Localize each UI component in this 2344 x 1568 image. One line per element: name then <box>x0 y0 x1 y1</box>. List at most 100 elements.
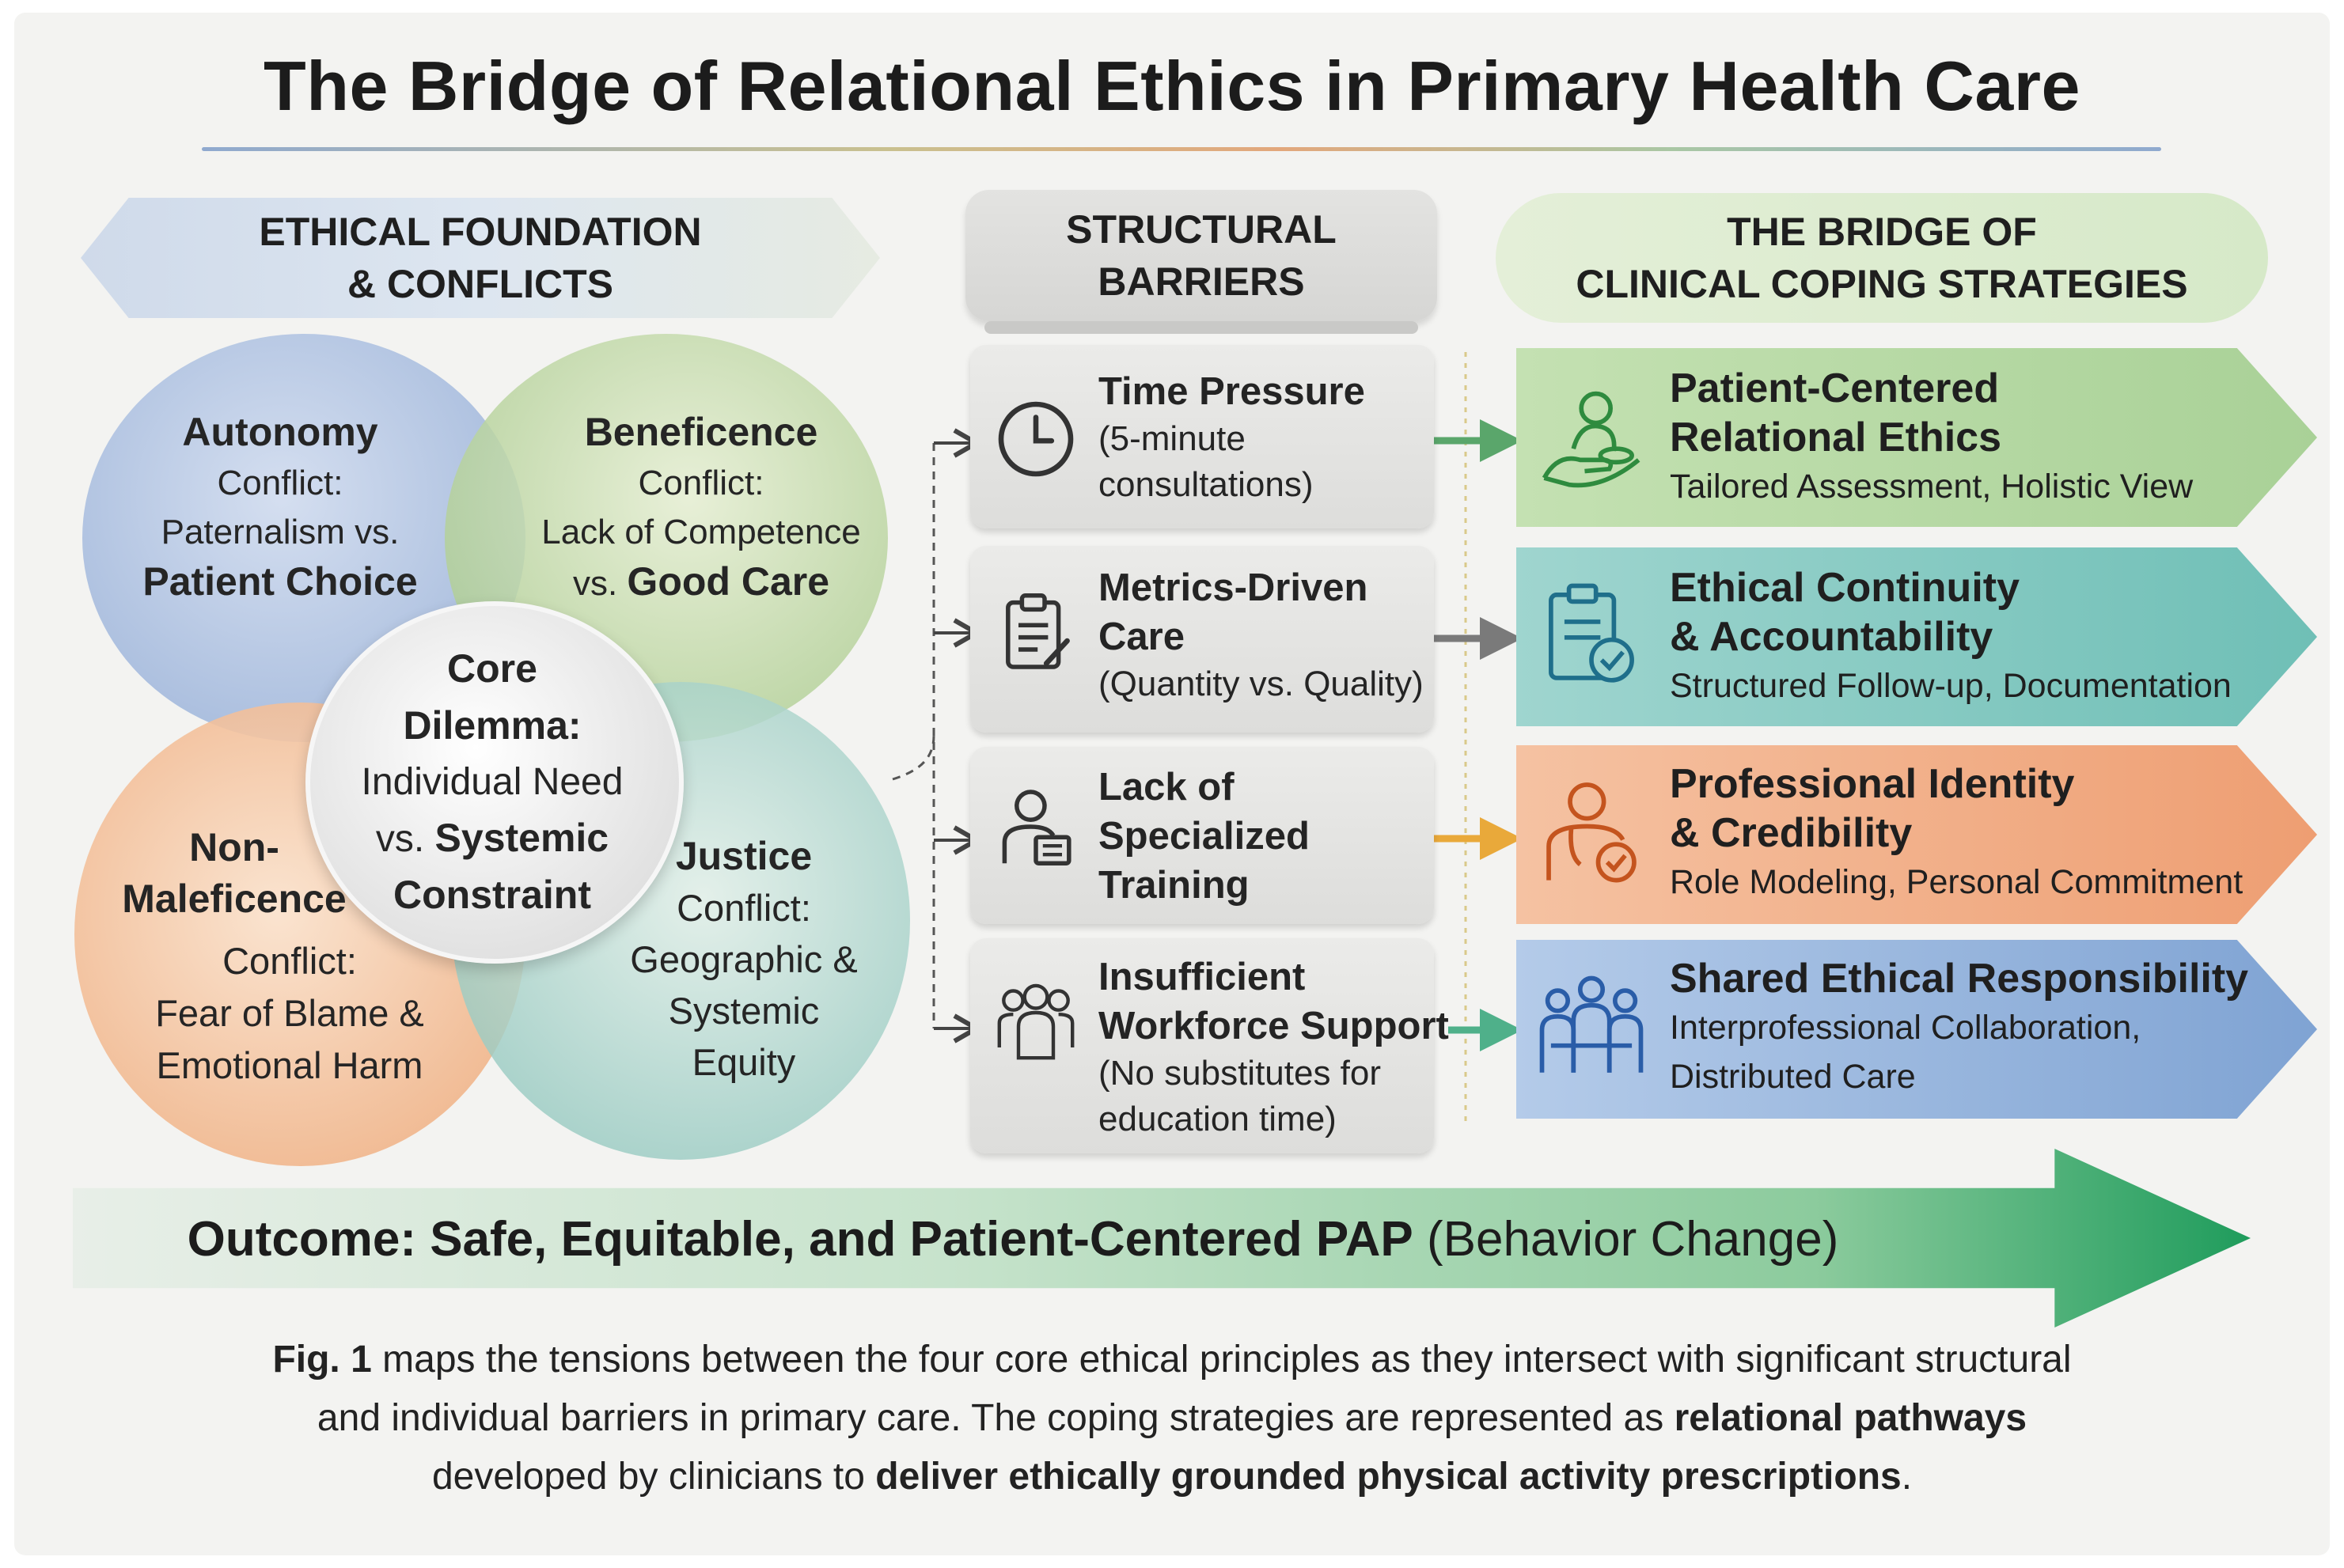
header-structural-barriers: STRUCTURAL BARRIERS <box>965 190 1437 321</box>
professional-icon <box>1546 782 1637 883</box>
barrier-detail: (5-minute <box>1098 419 1246 458</box>
core-line: Constraint <box>393 873 591 917</box>
conflict-text: Equity <box>692 1041 796 1083</box>
barrier-title: Specialized <box>1098 815 1310 858</box>
strategy-text-professional-identity: Professional Identity & Credibility Role… <box>1670 759 2243 907</box>
core-line: Core <box>447 646 537 691</box>
conflict-text: Patient Choice <box>142 559 418 604</box>
principle-name: Beneficence <box>584 410 818 454</box>
beneficence-text: Beneficence Conflict: Lack of Competence… <box>519 407 883 608</box>
conflict-label: Conflict: <box>677 887 811 929</box>
barrier-detail: education time) <box>1098 1100 1337 1138</box>
header-line: THE BRIDGE OF <box>1727 210 2037 254</box>
core-line: vs. <box>375 818 435 860</box>
barrier-box-time-pressure <box>970 345 1434 528</box>
strategy-shared-responsibility <box>1516 940 2317 1119</box>
header-line: & CONFLICTS <box>347 262 614 306</box>
strategy-title: Patient-Centered <box>1670 365 2000 411</box>
conflict-text: Emotional Harm <box>156 1044 423 1086</box>
strategy-patient-centered <box>1516 348 2317 527</box>
barriers-header-shelf <box>984 321 1418 334</box>
clock-icon <box>998 401 1074 477</box>
barrier-detail: consultations) <box>1098 465 1314 504</box>
collaboration-icon <box>1539 975 1644 1073</box>
conflict-text: Geographic & <box>630 938 858 980</box>
justice-text: Justice Conflict: Geographic & Systemic … <box>609 831 878 1088</box>
header-line: ETHICAL FOUNDATION <box>259 210 702 254</box>
strategy-detail: Structured Follow-up, Documentation <box>1670 667 2232 705</box>
conflict-text: vs. <box>572 564 628 603</box>
principle-name: Justice <box>675 834 813 878</box>
principle-name: Maleficence <box>122 877 347 921</box>
caption-emphasis: deliver ethically grounded physical acti… <box>875 1456 1902 1498</box>
strategy-title: Relational Ethics <box>1670 415 2001 460</box>
conflict-label: Conflict: <box>217 464 343 502</box>
strategy-professional-identity <box>1516 745 2317 924</box>
barrier-workforce-support: Insufficient Workforce Support (No subst… <box>1098 953 1449 1142</box>
caption-emphasis: relational pathways <box>1674 1397 2027 1439</box>
conflict-text: Fear of Blame & <box>155 992 424 1034</box>
caption-text: maps the tensions between the four core … <box>371 1339 2072 1381</box>
core-line: Dilemma: <box>403 703 582 748</box>
strategy-detail: Role Modeling, Personal Commitment <box>1670 863 2243 901</box>
header-ethical-foundation: ETHICAL FOUNDATION & CONFLICTS <box>81 198 880 318</box>
core-dilemma-circle <box>305 601 684 964</box>
header-coping-strategies: THE BRIDGE OF CLINICAL COPING STRATEGIES <box>1496 193 2268 323</box>
barrier-detail: (No substitutes for <box>1098 1054 1382 1093</box>
caption-text: developed by clinicians to <box>431 1456 876 1498</box>
barrier-box-workforce <box>970 938 1434 1153</box>
barrier-title: Training <box>1098 864 1250 907</box>
barrier-time-pressure: Time Pressure (5-minute consultations) <box>1098 367 1365 508</box>
team-icon <box>997 983 1075 1060</box>
clipboard-icon <box>1006 593 1070 669</box>
conflict-text: Systemic <box>668 990 820 1032</box>
strategy-text-shared-responsibility: Shared Ethical Responsibility Interprofe… <box>1670 954 2248 1101</box>
strategy-detail: Interprofessional Collaboration, <box>1670 1009 2141 1047</box>
header-line: STRUCTURAL <box>1066 207 1337 252</box>
barrier-metrics-driven: Metrics-Driven Care (Quantity vs. Qualit… <box>1098 563 1424 707</box>
outcome-text: Outcome: Safe, Equitable, and Patient-Ce… <box>0 1210 2026 1269</box>
strategy-detail: Tailored Assessment, Holistic View <box>1670 468 2194 506</box>
conflict-text: Lack of Competence <box>541 513 861 551</box>
conflict-text: Paternalism vs. <box>161 513 400 551</box>
barrier-title: Care <box>1098 615 1185 658</box>
header-line: CLINICAL COPING STRATEGIES <box>1576 262 2188 306</box>
core-dilemma-text: Core Dilemma: Individual Need vs. System… <box>318 641 666 924</box>
barrier-title: Insufficient <box>1098 956 1306 998</box>
strategy-title: Shared Ethical Responsibility <box>1670 956 2249 1002</box>
strategy-title: Ethical Continuity <box>1670 565 2020 611</box>
principle-name: Non- <box>189 825 279 869</box>
trainee-icon <box>1002 790 1071 865</box>
strategy-detail: Distributed Care <box>1670 1058 1916 1096</box>
checklist-icon <box>1549 583 1634 683</box>
caption-text: and individual barriers in primary care.… <box>317 1397 1675 1439</box>
caption-text: . <box>1901 1456 1913 1498</box>
strategy-ethical-continuity <box>1516 547 2317 726</box>
header-line: BARRIERS <box>1098 259 1305 304</box>
core-line: Individual Need <box>361 761 624 803</box>
barrier-title: Lack of <box>1098 766 1235 809</box>
core-line: Systemic <box>434 816 609 860</box>
strategy-title: & Accountability <box>1670 614 1993 660</box>
outcome-note: (Behavior Change) <box>1413 1212 1839 1267</box>
strategy-text-patient-centered: Patient-Centered Relational Ethics Tailo… <box>1670 364 2193 511</box>
figure-caption-line-1: Fig. 1 maps the tensions between the fou… <box>0 1331 2344 1389</box>
conflict-label: Conflict: <box>222 940 357 982</box>
figure-caption-line-2: and individual barriers in primary care.… <box>0 1389 2344 1448</box>
barrier-lack-of-training: Lack of Specialized Training <box>1098 763 1310 910</box>
barrier-title: Time Pressure <box>1098 370 1365 413</box>
autonomy-text: Autonomy Conflict: Paternalism vs. Patie… <box>114 407 446 608</box>
figure-label: Fig. 1 <box>272 1339 372 1381</box>
conflict-label: Conflict: <box>638 464 764 502</box>
conflict-text: Good Care <box>627 559 830 604</box>
principle-name: Autonomy <box>182 410 378 454</box>
barrier-title: Metrics-Driven <box>1098 566 1368 609</box>
outcome-main: Outcome: Safe, Equitable, and Patient-Ce… <box>187 1212 1413 1267</box>
patient-care-icon <box>1542 391 1640 488</box>
strategy-title: & Credibility <box>1670 810 1913 856</box>
page-title: The Bridge of Relational Ethics in Prima… <box>263 47 2080 125</box>
non-maleficence-text: Non- Maleficence <box>92 823 377 926</box>
title-divider <box>202 147 2161 151</box>
barrier-title: Workforce Support <box>1098 1005 1449 1047</box>
